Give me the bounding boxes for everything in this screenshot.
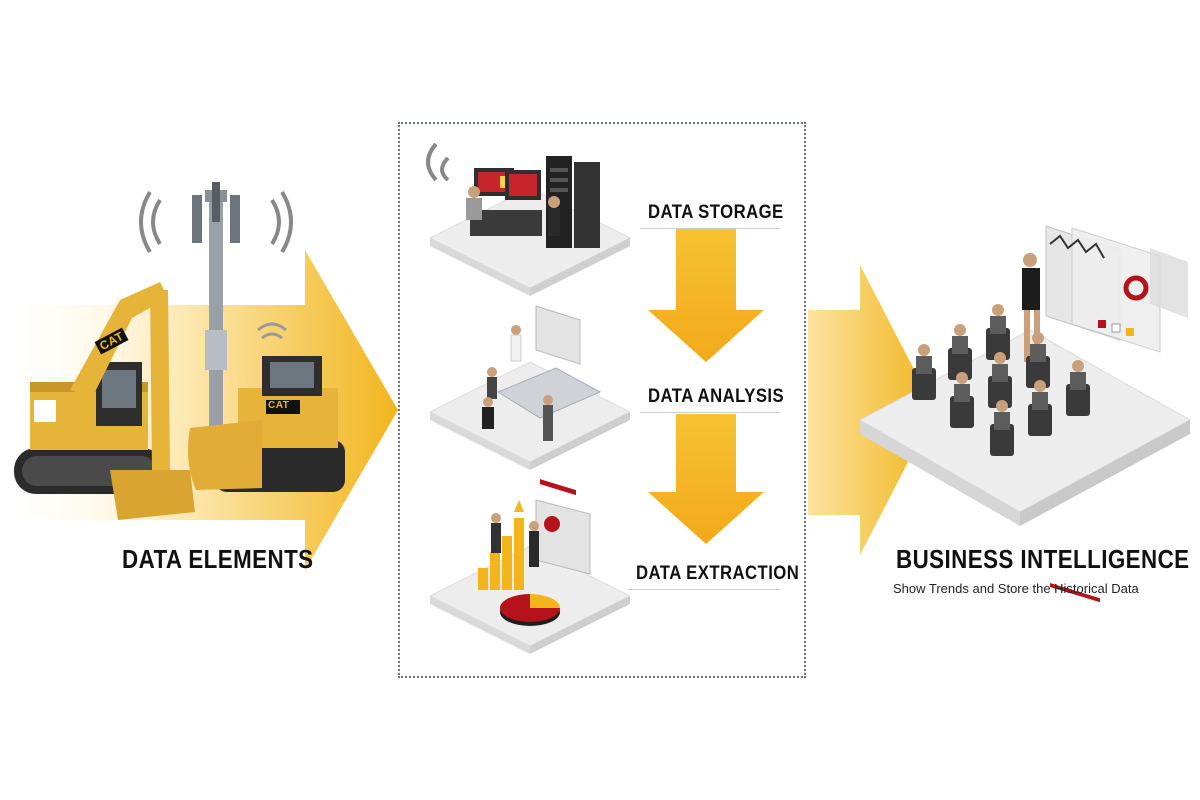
stage-underline-storage — [640, 228, 780, 229]
data-elements-label: DATA ELEMENTS — [122, 544, 314, 574]
data-analysis-scene — [428, 305, 632, 496]
stage-label-data-analysis: DATA ANALYSIS — [648, 386, 785, 407]
dozer-brand-mark: CAT — [268, 400, 290, 411]
data-extraction-scene — [428, 499, 632, 654]
flow-arrow-right — [808, 265, 935, 555]
stage-underline-extraction — [628, 589, 780, 590]
business-intelligence-label: BUSINESS INTELLIGENCE — [896, 544, 1190, 574]
stage-underline-analysis — [640, 412, 780, 413]
business-intelligence-sublabel: Show Trends and Store the Historical Dat… — [893, 581, 1139, 596]
stage-label-data-storage: DATA STORAGE — [648, 202, 784, 223]
data-pipeline-frame — [398, 122, 806, 678]
down-arrow-1 — [648, 228, 764, 362]
down-arrow-2 — [648, 414, 764, 544]
data-storage-scene — [426, 142, 632, 296]
dozer-icon — [188, 322, 345, 492]
business-intelligence-scene — [858, 225, 1192, 603]
cell-tower-icon — [139, 182, 293, 450]
stage-label-data-extraction: DATA EXTRACTION — [636, 563, 800, 584]
